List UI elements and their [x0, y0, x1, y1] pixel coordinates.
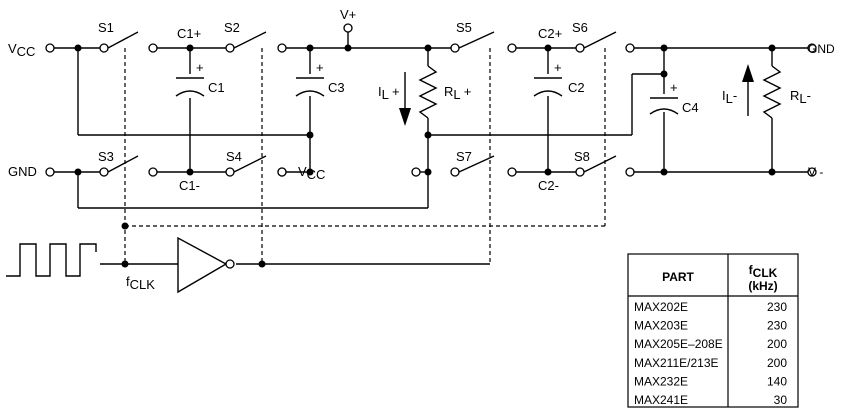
terminals [45, 23, 817, 177]
capacitor-c3 [295, 77, 325, 97]
switch-s2 [225, 31, 287, 53]
vcc-mid-label: VCC [298, 164, 325, 182]
table-row-frequency: 230 [767, 319, 787, 333]
rl-plus-label: RL + [444, 84, 471, 102]
c2-label: C2 [568, 80, 585, 95]
s7-left-terminal [411, 167, 421, 177]
c3-label: C3 [328, 80, 345, 95]
c4-polarity: + [670, 80, 678, 95]
table-row-frequency: 200 [767, 337, 787, 351]
s6-label: S6 [572, 20, 588, 35]
table-row-frequency: 230 [767, 300, 787, 314]
s3-label: S3 [98, 149, 114, 164]
resistor-rl-minus [762, 65, 782, 119]
c1-minus-label: C1- [179, 178, 200, 193]
c1-label: C1 [208, 80, 225, 95]
c2-minus-label: C2- [538, 178, 559, 193]
table-row-frequency: 200 [767, 356, 787, 370]
clock-waveform [6, 243, 97, 277]
table-row-frequency: 30 [774, 393, 788, 407]
gnd-right-label: GND [808, 42, 835, 56]
c2-polarity: + [554, 60, 562, 75]
s4-label: S4 [226, 149, 242, 164]
gnd-input-terminal [45, 167, 55, 177]
v-plus-label: V+ [340, 7, 356, 22]
s5-label: S5 [456, 20, 472, 35]
switch-s6 [575, 31, 635, 53]
table-header-unit: (kHz) [748, 279, 777, 293]
switch-s7 [450, 155, 517, 177]
resistor-rl-plus [418, 65, 438, 119]
s8-label: S8 [574, 149, 590, 164]
s7-label: S7 [456, 149, 472, 164]
gnd-left-label: GND [8, 164, 37, 179]
table-header-part: PART [662, 270, 694, 284]
switch-s5 [450, 31, 517, 53]
capacitor-c2 [533, 77, 563, 97]
current-arrow-down [399, 72, 411, 126]
c1-polarity: + [196, 60, 204, 75]
s2-label: S2 [224, 20, 240, 35]
vcc-left-label: VCC [8, 41, 35, 59]
c3-polarity: + [316, 60, 324, 75]
table-row-part: MAX241E [634, 393, 688, 407]
rl-minus-label: RL- [790, 88, 811, 106]
table-header-freq: fCLK [749, 263, 778, 280]
switches [99, 31, 635, 177]
clock-control-dashes [124, 48, 606, 264]
switch-s8 [575, 155, 635, 177]
junctions [74, 44, 776, 268]
schematic-labels: VCC GND S1 S2 S3 S4 S5 S6 S7 S8 C1+ + C1… [8, 7, 835, 292]
switch-s3 [99, 155, 158, 177]
v-plus-terminal [343, 23, 353, 33]
current-arrow-up [742, 64, 754, 116]
clock-buffer [177, 236, 235, 294]
vcc-mid-terminal [277, 167, 287, 177]
v-minus-terminal [807, 167, 817, 177]
capacitor-c1 [175, 77, 205, 97]
c1-plus-label: C1+ [177, 26, 201, 41]
v-minus-label: V - [808, 165, 823, 179]
capacitor-c4 [649, 97, 679, 115]
il-plus-label: IL + [378, 84, 400, 102]
c4-label: C4 [682, 100, 699, 115]
table-row-frequency: 140 [767, 374, 787, 388]
gnd-output-terminal [807, 43, 817, 53]
fclk-label: fCLK [126, 274, 155, 292]
il-minus-label: IL- [722, 88, 737, 106]
s1-label: S1 [98, 20, 114, 35]
table-row-part: MAX203E [634, 319, 688, 333]
c2-plus-label: C2+ [538, 26, 562, 41]
switch-s1 [99, 31, 158, 53]
table-row-part: MAX211E/213E [634, 356, 719, 370]
table-row-part: MAX202E [634, 300, 688, 314]
table-row-part: MAX205E–208E [634, 337, 723, 351]
vcc-input-terminal [45, 43, 55, 53]
table-row-part: MAX232E [634, 374, 688, 388]
